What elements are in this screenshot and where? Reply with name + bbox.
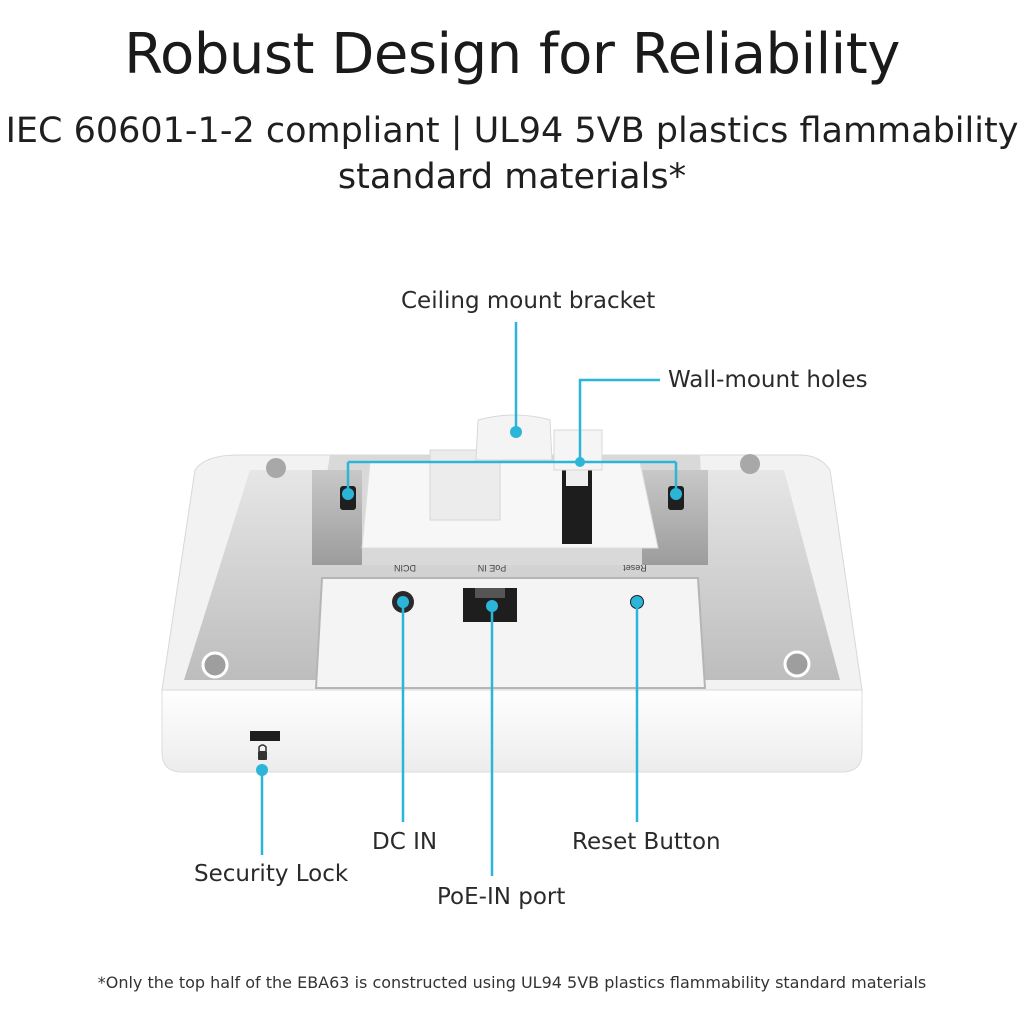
page-title: Robust Design for Reliability bbox=[124, 22, 900, 87]
callout-security-lock: Security Lock bbox=[194, 861, 349, 887]
subtitle-line-2: standard materials* bbox=[337, 157, 687, 197]
callout-dot-poe bbox=[486, 600, 498, 612]
callout-dot-lock bbox=[256, 764, 268, 776]
callout-line-wall bbox=[578, 378, 660, 462]
callout-dot-wall-right bbox=[670, 488, 682, 500]
ceiling-mount-bracket bbox=[361, 461, 659, 549]
device-label-dcin: DCIN bbox=[394, 563, 416, 573]
mount-arm-left bbox=[312, 470, 362, 565]
callout-dot-reset bbox=[631, 596, 643, 608]
access-point-device: DCIN PoE IN Reset bbox=[161, 414, 863, 773]
page-subtitle: IEC 60601-1-2 compliant | UL94 5VB plast… bbox=[0, 108, 1024, 200]
screw-hole-top-left bbox=[266, 458, 286, 478]
callout-wall-mount-holes: Wall-mount holes bbox=[668, 367, 868, 393]
callout-dot-dc bbox=[397, 596, 409, 608]
screw-hole-bottom-right bbox=[783, 650, 811, 678]
device-label-poe: PoE IN bbox=[478, 563, 507, 573]
device-label-reset: Reset bbox=[623, 563, 647, 573]
callout-dc-in: DC IN bbox=[372, 829, 438, 855]
callout-reset-button: Reset Button bbox=[572, 829, 721, 855]
lock-icon bbox=[258, 751, 267, 760]
callout-dot-ceiling bbox=[510, 426, 522, 438]
footnote: *Only the top half of the EBA63 is const… bbox=[97, 973, 927, 992]
security-lock-slot bbox=[250, 731, 280, 741]
device-side-wall bbox=[161, 689, 863, 773]
callout-ceiling-mount-bracket: Ceiling mount bracket bbox=[401, 288, 656, 314]
screw-hole-top-right bbox=[740, 454, 760, 474]
screw-hole-bottom-left bbox=[201, 651, 229, 679]
subtitle-line-1: IEC 60601-1-2 compliant | UL94 5VB plast… bbox=[5, 111, 1019, 151]
callout-lines bbox=[256, 322, 682, 876]
callout-dot-wall-mid bbox=[575, 457, 585, 467]
callout-poe-in-port: PoE-IN port bbox=[437, 884, 566, 910]
callout-dot-wall-left bbox=[342, 488, 354, 500]
